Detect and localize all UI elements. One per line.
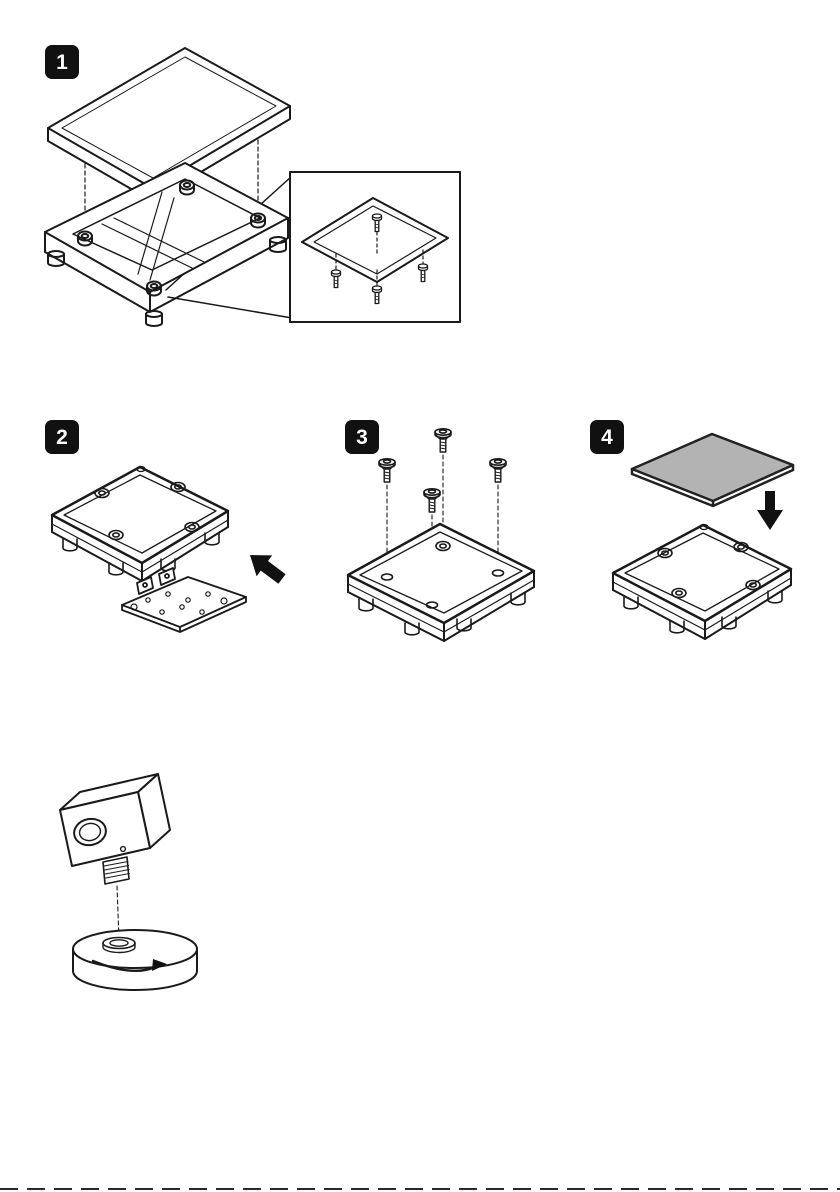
mounting-bosses bbox=[77, 179, 266, 297]
step-badge-3: 3 bbox=[345, 420, 379, 454]
base-bosses bbox=[657, 541, 761, 599]
base-bosses bbox=[94, 481, 200, 541]
base-feet bbox=[623, 590, 783, 634]
figure-step4-platter-on-base bbox=[611, 432, 795, 640]
base-unit bbox=[611, 523, 793, 640]
leveling-foot-body bbox=[59, 773, 171, 867]
screw-icon bbox=[330, 213, 429, 305]
gray-platter bbox=[630, 432, 795, 508]
step-badge-4: 4 bbox=[590, 420, 624, 454]
arrow-up-left-icon bbox=[250, 555, 286, 584]
figure-step3 bbox=[330, 425, 560, 665]
step-number-4: 4 bbox=[601, 425, 613, 449]
base-unit bbox=[50, 465, 230, 582]
foot-disc bbox=[72, 929, 198, 991]
arrow-down-icon bbox=[757, 491, 783, 530]
threaded-stud bbox=[102, 856, 130, 885]
step-number-1: 1 bbox=[56, 50, 68, 74]
step-badge-1: 1 bbox=[45, 45, 79, 79]
base-feet bbox=[358, 592, 526, 636]
screw-icon bbox=[378, 427, 507, 513]
base-unit bbox=[346, 522, 536, 642]
step-badge-2: 2 bbox=[45, 420, 79, 454]
figure-step1-exploded-view bbox=[44, 47, 461, 327]
detail-inset-box bbox=[289, 171, 461, 323]
page-bottom-edge-line bbox=[0, 1188, 840, 1190]
step-number-3: 3 bbox=[356, 425, 368, 449]
figure-leveling-foot bbox=[45, 765, 245, 1015]
rotate-clockwise-arrow-icon bbox=[91, 959, 167, 972]
figure-step2 bbox=[40, 455, 310, 650]
figure-step4 bbox=[585, 425, 815, 665]
base-feet bbox=[62, 532, 220, 576]
frame-feet bbox=[47, 236, 287, 327]
figure-step2-base-and-bracket bbox=[50, 465, 286, 633]
figure-leveling-foot-detail bbox=[59, 773, 198, 991]
bracket-plate bbox=[121, 567, 247, 633]
step-number-2: 2 bbox=[56, 425, 68, 449]
figure-step3-base-and-screws bbox=[346, 427, 536, 642]
figure-step1 bbox=[40, 40, 470, 340]
